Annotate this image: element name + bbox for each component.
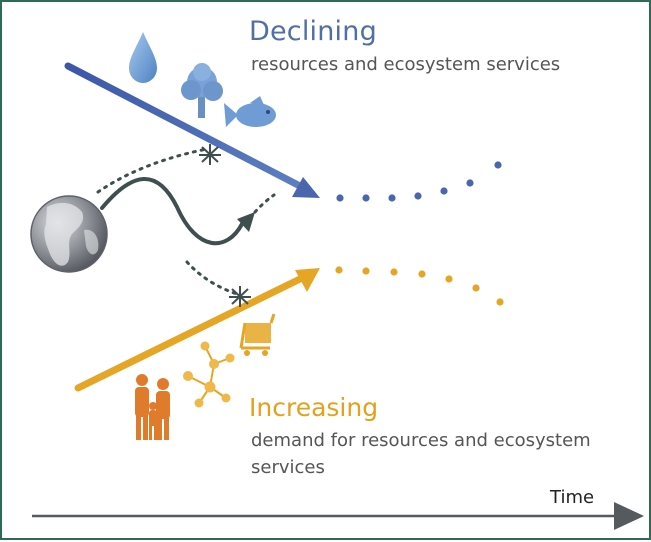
- time-axis-label: Time: [550, 487, 595, 508]
- water-drop-icon: [129, 32, 157, 83]
- molecule-icon: [183, 341, 235, 408]
- globe-flow-arrows: [96, 147, 276, 296]
- increasing-subtitle: demand for resources and ecosystem servi…: [251, 430, 591, 478]
- declining-title: Declining: [249, 16, 377, 47]
- increasing-title: Increasing: [249, 393, 379, 422]
- increasing-arrow: [74, 268, 320, 392]
- family-icon: [135, 374, 170, 440]
- impact-splash-top-icon: [199, 144, 221, 165]
- declining-trend-dots: [336, 161, 502, 202]
- increasing-trend-dots: [335, 266, 504, 306]
- declining-subtitle: resources and ecosystem services: [251, 54, 561, 75]
- fish-icon: [224, 96, 276, 127]
- tree-icon: [181, 63, 223, 118]
- shopping-cart-icon: [239, 313, 276, 356]
- impact-splash-bottom-icon: [229, 286, 251, 307]
- time-axis: [32, 502, 644, 530]
- declining-arrow: [64, 62, 320, 198]
- globe-icon: [30, 195, 108, 273]
